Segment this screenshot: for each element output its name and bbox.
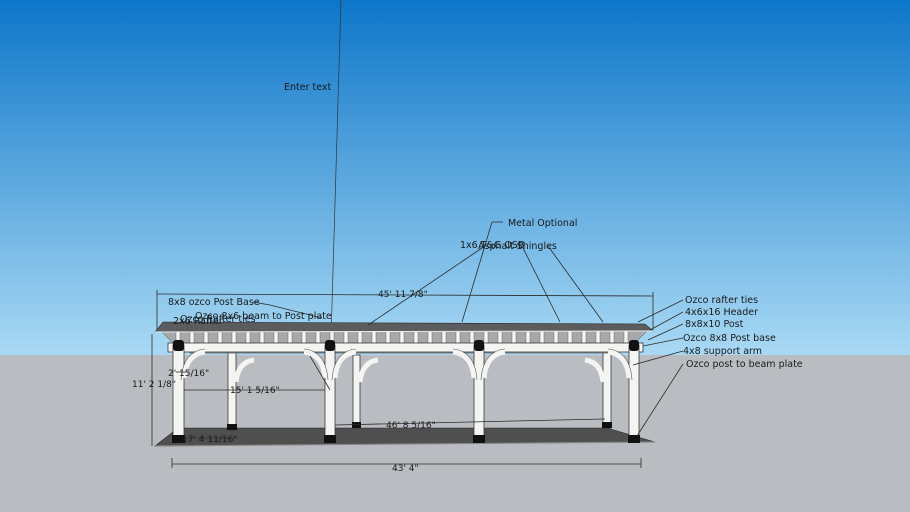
rafter: [455, 330, 461, 345]
rafter: [469, 330, 475, 345]
rafter: [189, 330, 195, 345]
front-header-beam: [167, 342, 644, 353]
rafter: [567, 330, 573, 345]
support-arm-outlines: [180, 348, 633, 381]
label-asphalt-shingles: Asphalt Shingles: [478, 241, 557, 252]
label-post-base-left: 8x8 ozco Post Base: [168, 297, 260, 308]
rafter: [371, 330, 377, 345]
post-base: [172, 435, 185, 443]
post: [324, 344, 336, 442]
post: [352, 354, 361, 429]
dimension-labels: 45' 11 7/8" 11' 2 1/8" 2' 15/16" 15' 1 5…: [132, 290, 436, 474]
rafter: [203, 330, 209, 345]
rafter: [259, 330, 265, 345]
label-metal-optional: Metal Optional: [508, 218, 577, 229]
post-top-plate: [173, 340, 184, 351]
rafter: [343, 330, 349, 345]
rafter: [609, 330, 615, 345]
rafter: [595, 330, 601, 345]
post-top-plate: [474, 340, 484, 351]
post-base: [628, 435, 640, 443]
rafter: [427, 330, 433, 345]
rear-posts: [227, 351, 612, 431]
post-base: [352, 422, 361, 428]
post: [602, 351, 612, 429]
slab-front-edge: [154, 441, 656, 447]
sky: [0, 0, 910, 355]
post-base: [473, 435, 485, 443]
rafter: [245, 330, 251, 345]
front-posts: [172, 340, 640, 443]
text-tool-placeholder[interactable]: Enter text: [284, 82, 332, 93]
rafter: [525, 330, 531, 345]
label-header: 4x6x16 Header: [685, 307, 758, 318]
rafter: [483, 330, 489, 345]
dim-side-small: 2' 15/16": [168, 369, 209, 379]
label-beam-to-post: Ozco 8x6 beam to Post plate: [195, 311, 332, 322]
post-base: [602, 422, 612, 428]
rafter: [511, 330, 517, 345]
rafter: [385, 330, 391, 345]
post-top-plate: [629, 340, 639, 351]
dim-side-depth: 17' 4 11/16": [182, 435, 237, 445]
rafter: [357, 330, 363, 345]
support-arms: [181, 349, 632, 383]
label-post-base-right: Ozco 8x8 Post base: [683, 333, 776, 344]
rafter: [315, 330, 321, 345]
post: [628, 344, 640, 442]
dim-overall-top: 45' 11 7/8": [378, 290, 428, 300]
label-support-arm: 4x8 support arm: [683, 346, 762, 357]
rafter: [273, 330, 279, 345]
roof-edge: [154, 330, 654, 333]
label-post: 8x8x10 Post: [685, 319, 744, 330]
rafter: [231, 330, 237, 345]
label-post-to-beam: Ozco post to beam plate: [686, 359, 803, 370]
label-osb: 1x6 T&G OSB: [460, 240, 524, 251]
rafter: [413, 330, 419, 345]
dimension-lines: [151, 290, 654, 468]
label-rafter-left: 2x6 Rafter: [173, 316, 223, 327]
rafter: [399, 330, 405, 345]
dim-inner-length: 46' 8 5/16": [386, 421, 436, 431]
dim-bottom-length: 43' 4": [392, 464, 419, 474]
rafter: [497, 330, 503, 345]
rafter: [287, 330, 293, 345]
callouts: Metal Optional 1x6 T&G OSB Asphalt Shing…: [168, 218, 803, 370]
leader-lines: [252, 221, 684, 437]
post-base: [227, 424, 237, 430]
dim-overall-height: 11' 2 1/8": [132, 380, 176, 390]
rafter: [301, 330, 307, 345]
label-rafter-ties-left: Ozco Rafter ties: [180, 314, 256, 325]
post: [473, 344, 485, 442]
rafter: [441, 330, 447, 345]
post-base: [324, 435, 336, 443]
dim-bay-span: 15' 1 5/16": [230, 386, 280, 396]
rafter: [623, 330, 629, 345]
rafter: [217, 330, 223, 345]
post-top-plate: [325, 340, 335, 351]
rafter: [553, 330, 559, 345]
post: [172, 344, 185, 442]
rafter: [581, 330, 587, 345]
label-rafter-ties-right: Ozco rafter ties: [685, 295, 758, 306]
rafter: [539, 330, 545, 345]
